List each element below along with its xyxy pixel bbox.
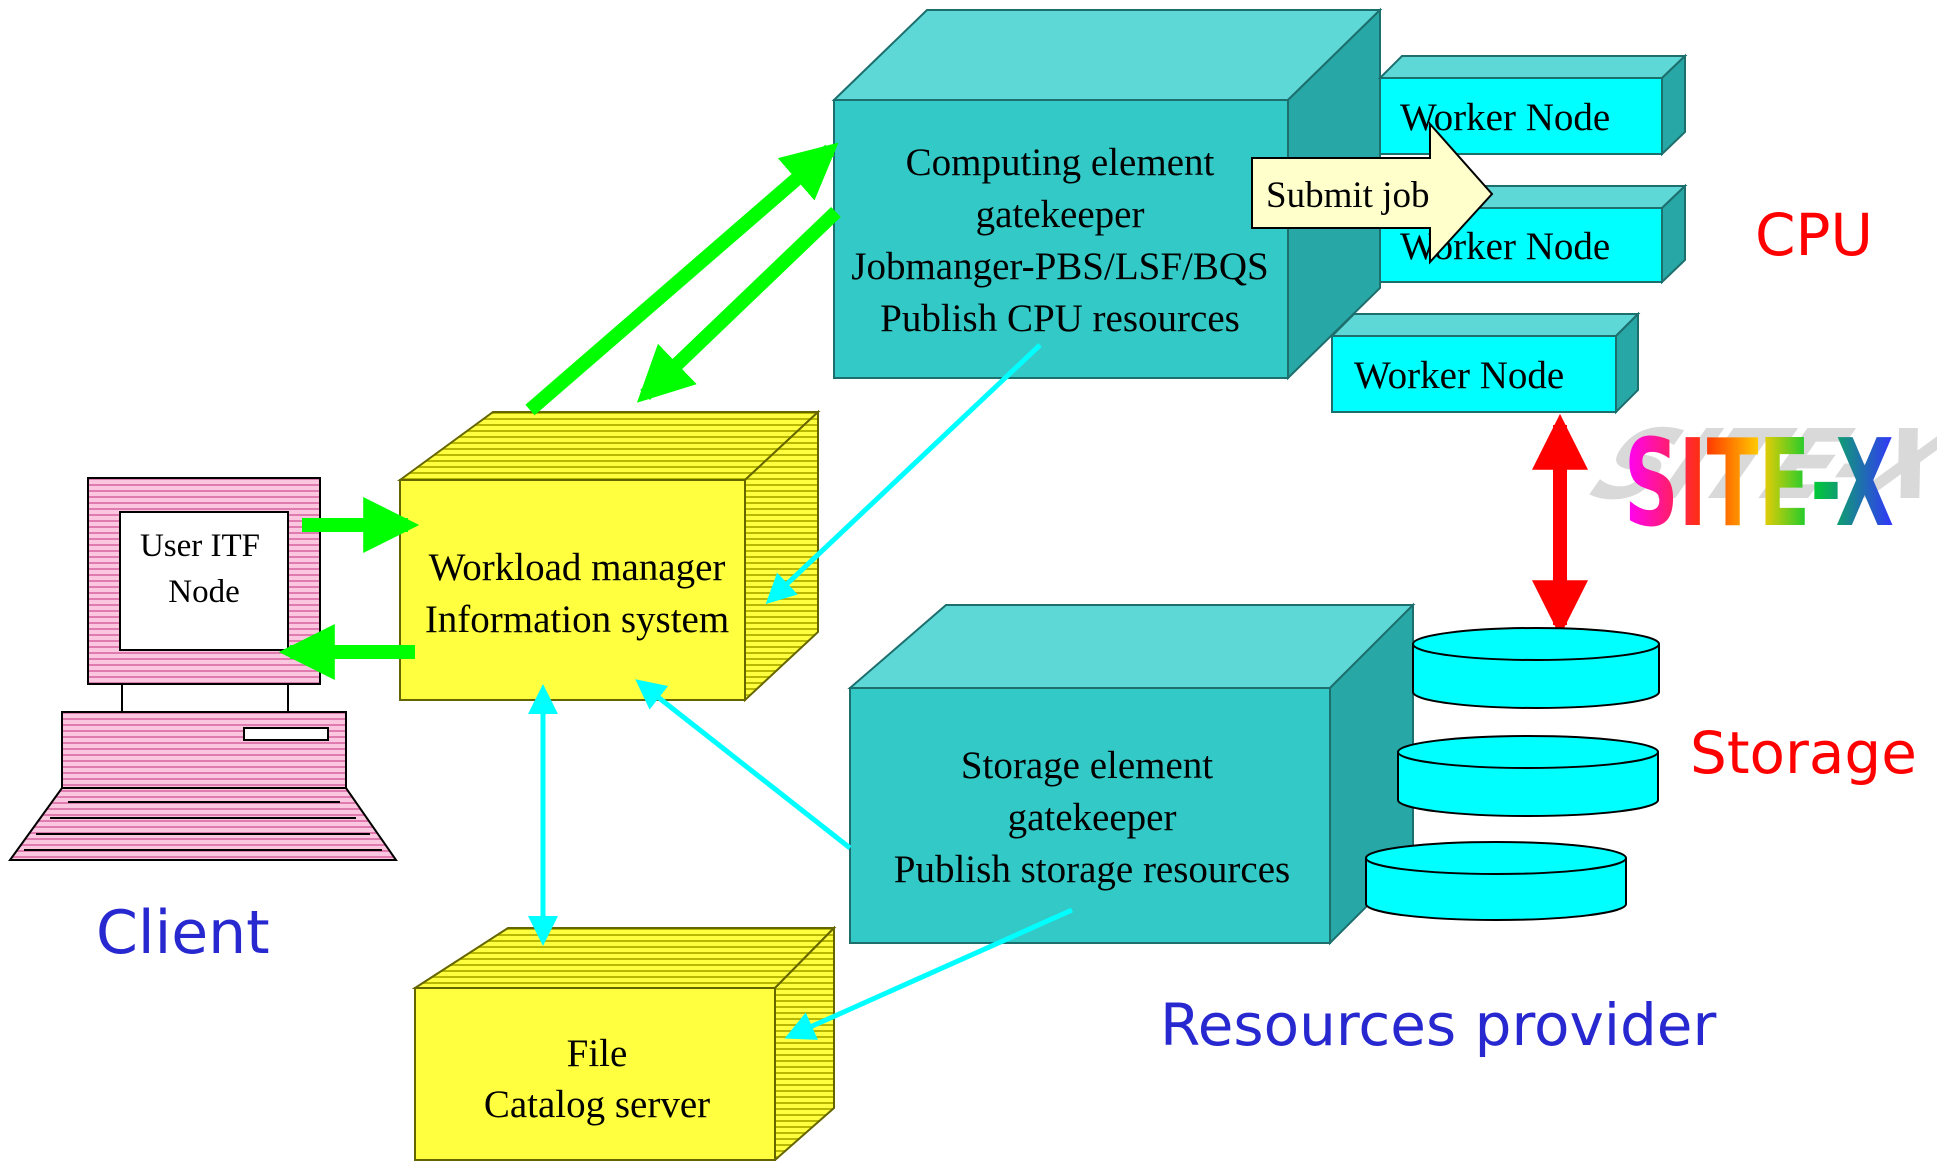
site-x-text: SITE-X <box>1624 415 1894 554</box>
workload-manager-box: Workload manager Information system <box>396 409 821 703</box>
storage-element-line-2: gatekeeper <box>1008 796 1177 839</box>
submit-job-arrow: Submit job <box>1251 121 1494 265</box>
storage-element-box: Storage element gatekeeper Publish stora… <box>847 602 1416 946</box>
file-catalog-line-2: Catalog server <box>484 1083 710 1126</box>
keyboard <box>8 787 398 861</box>
se-publish-arrow <box>635 679 852 850</box>
worker-node-1: Worker Node <box>1377 53 1688 157</box>
ce-publish-arrow <box>765 343 1042 605</box>
site-x-logo: SITE-X SITE-X <box>1563 410 1937 554</box>
client-label: Client <box>96 898 270 968</box>
storage-disk-2 <box>1397 735 1659 817</box>
computing-element-box: Computing element gatekeeper Jobmanger-P… <box>831 7 1383 381</box>
computing-element-line-4: Publish CPU resources <box>880 297 1240 340</box>
submit-job-label: Submit job <box>1266 175 1429 216</box>
file-catalog-line-1: File <box>567 1032 628 1075</box>
storage-disk-1 <box>1412 627 1660 709</box>
storage-element-line-1: Storage element <box>961 744 1213 787</box>
cyan-arrows <box>528 343 1074 1040</box>
worker-node-3: Worker Node <box>1329 311 1641 415</box>
user-node-line-1: User ITF <box>140 528 260 564</box>
ce-to-workload-arrow <box>636 206 841 403</box>
worker-node-3-label: Worker Node <box>1354 354 1564 397</box>
monitor-screen <box>119 511 289 651</box>
computing-element-line-2: gatekeeper <box>976 193 1145 236</box>
workload-manager-line-1: Workload manager <box>429 546 726 589</box>
storage-disk-3 <box>1365 841 1627 921</box>
resources-provider-label: Resources provider <box>1160 991 1716 1059</box>
file-catalog-box: File Catalog server <box>411 925 837 1161</box>
se-to-catalog-arrow <box>784 907 1074 1040</box>
green-arrows <box>278 142 841 680</box>
storage-element-line-3: Publish storage resources <box>894 848 1290 891</box>
workload-manager-line-2: Information system <box>425 598 729 641</box>
cpu-label: CPU <box>1755 201 1873 269</box>
client-computer-icon: User ITF Node <box>8 477 398 861</box>
submit-to-ce-arrow <box>525 142 839 416</box>
storage-label: Storage <box>1690 719 1917 787</box>
user-node-line-2: Node <box>168 574 239 610</box>
computing-element-line-3: Jobmanger-PBS/LSF/BQS <box>851 245 1268 288</box>
computing-element-line-1: Computing element <box>906 141 1215 184</box>
